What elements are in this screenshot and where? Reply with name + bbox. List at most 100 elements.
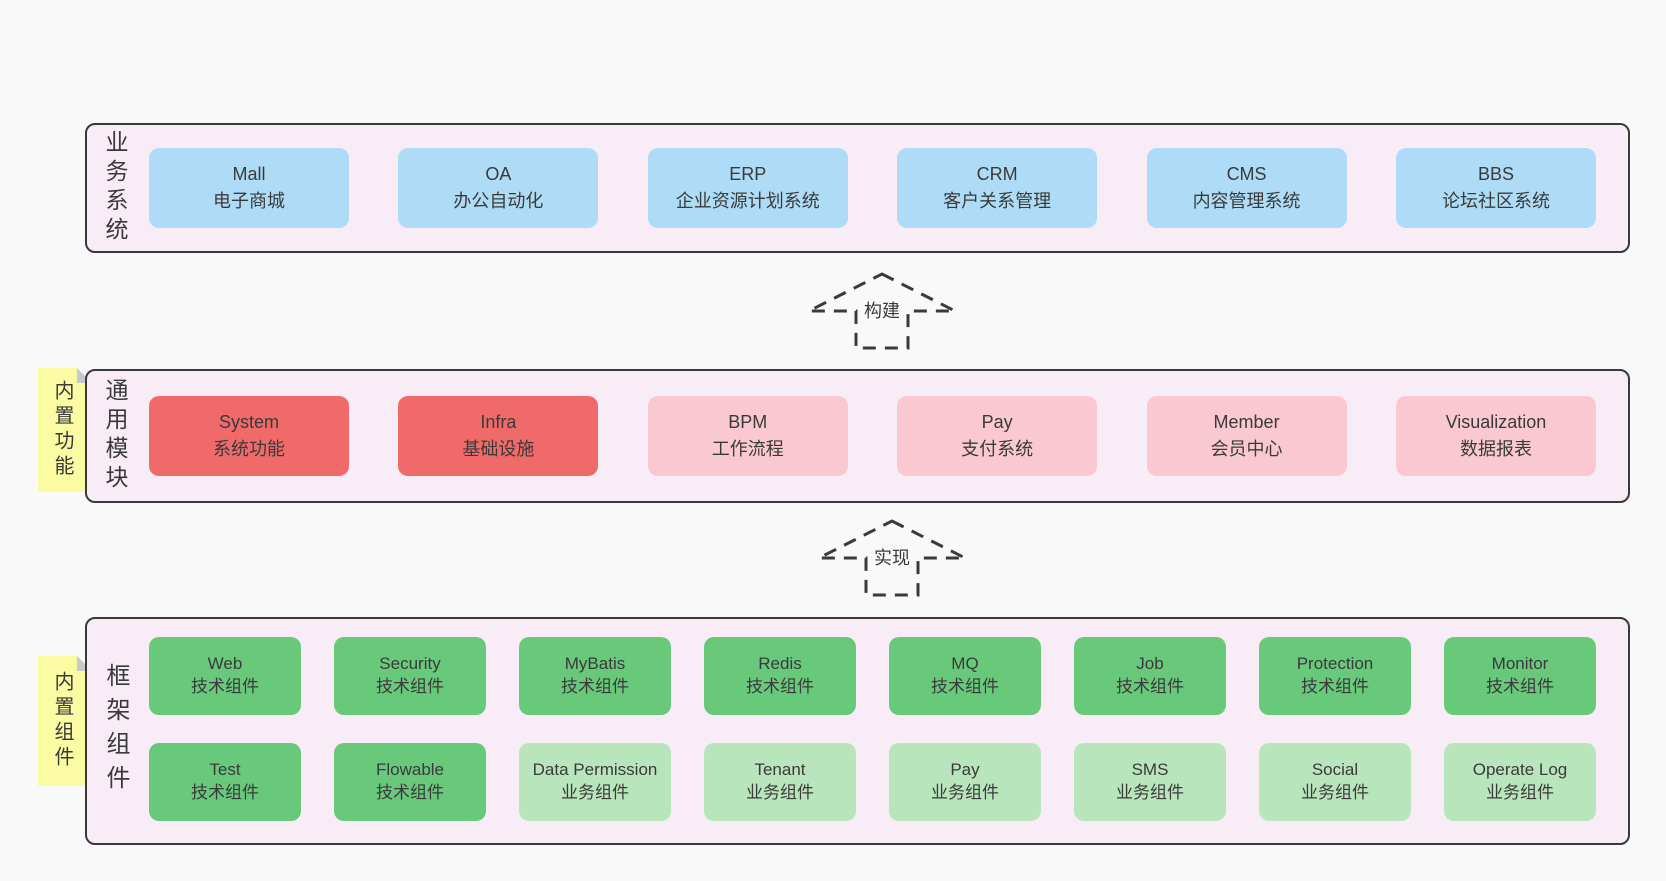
node-title: SMS: [1131, 760, 1169, 780]
node-title: BPM: [728, 412, 768, 432]
node-crm: CRM 客户关系管理: [897, 148, 1098, 228]
node-title: Redis: [758, 654, 802, 674]
business-systems-panel: 业务系统 Mall 电子商城 OA 办公自动化 ERP 企业资源计划系统 CRM…: [85, 123, 1630, 253]
node-web: Web 技术组件: [149, 637, 301, 715]
common-modules-label: 通用模块: [102, 378, 128, 494]
node-mq: MQ 技术组件: [889, 637, 1041, 715]
node-subtitle: 业务组件: [746, 783, 814, 802]
node-title: Visualization: [1445, 412, 1547, 432]
sticky-note-label: 内置组件: [51, 671, 73, 771]
common-modules-row: System 系统功能 Infra 基础设施 BPM 工作流程 Pay 支付系统…: [149, 396, 1596, 476]
node-operate-log: Operate Log 业务组件: [1444, 743, 1596, 821]
node-infra: Infra 基础设施: [398, 396, 599, 476]
node-test: Test 技术组件: [149, 743, 301, 821]
node-tenant: Tenant 业务组件: [704, 743, 856, 821]
tech-components-row: Web 技术组件 Security 技术组件 MyBatis 技术组件 Redi…: [149, 637, 1596, 715]
node-data-permission: Data Permission 业务组件: [519, 743, 671, 821]
node-subtitle: 基础设施: [462, 439, 535, 459]
node-title: Social: [1311, 760, 1359, 780]
node-erp: ERP 企业资源计划系统: [647, 148, 848, 228]
node-oa: OA 办公自动化: [398, 148, 599, 228]
node-title: Web: [207, 654, 243, 674]
build-arrow: 构建: [805, 271, 959, 351]
node-subtitle: 业务组件: [931, 783, 999, 802]
node-pay: Pay 支付系统: [897, 396, 1098, 476]
node-bbs: BBS 论坛社区系统: [1395, 148, 1596, 228]
node-subtitle: 电子商城: [213, 191, 285, 211]
node-flowable: Flowable 技术组件: [334, 743, 486, 821]
node-subtitle: 技术组件: [191, 783, 259, 802]
node-protection: Protection 技术组件: [1259, 637, 1411, 715]
node-redis: Redis 技术组件: [704, 637, 856, 715]
node-title: CRM: [976, 164, 1018, 184]
node-subtitle: 技术组件: [1301, 677, 1369, 696]
node-title: MyBatis: [564, 654, 626, 674]
implement-arrow: 实现: [815, 518, 969, 598]
node-subtitle: 技术组件: [931, 677, 999, 696]
node-job: Job 技术组件: [1074, 637, 1226, 715]
node-title: Tenant: [754, 760, 806, 780]
node-subtitle: 业务组件: [1486, 783, 1554, 802]
node-title: Pay: [981, 412, 1013, 432]
node-title: Security: [379, 654, 441, 674]
node-system: System 系统功能: [149, 396, 349, 476]
node-bpm: BPM 工作流程: [647, 396, 848, 476]
node-subtitle: 技术组件: [561, 677, 629, 696]
node-title: Member: [1213, 412, 1280, 432]
node-subtitle: 论坛社区系统: [1441, 191, 1550, 211]
node-subtitle: 系统功能: [213, 439, 285, 459]
node-security: Security 技术组件: [334, 637, 486, 715]
node-title: Mall: [232, 164, 266, 184]
node-subtitle: 企业资源计划系统: [675, 191, 820, 211]
business-systems-label: 业务系统: [102, 130, 128, 246]
arrow-up-icon: [818, 519, 966, 597]
node-sms: SMS 业务组件: [1074, 743, 1226, 821]
framework-components-label: 框架组件: [102, 663, 129, 799]
node-subtitle: 办公自动化: [453, 191, 544, 211]
arrow-up-icon: [808, 272, 956, 350]
sticky-note-built-in-components: 内置组件: [38, 656, 92, 786]
node-subtitle: 技术组件: [376, 783, 444, 802]
node-title: MQ: [951, 654, 979, 674]
node-title: ERP: [729, 164, 767, 184]
node-subtitle: 技术组件: [1116, 677, 1184, 696]
node-social: Social 业务组件: [1259, 743, 1411, 821]
node-subtitle: 支付系统: [961, 439, 1034, 459]
node-monitor: Monitor 技术组件: [1444, 637, 1596, 715]
node-subtitle: 工作流程: [711, 439, 784, 459]
node-subtitle: 业务组件: [1301, 783, 1369, 802]
node-member: Member 会员中心: [1146, 396, 1347, 476]
node-visualization: Visualization 数据报表: [1395, 396, 1596, 476]
node-subtitle: 会员中心: [1210, 439, 1283, 459]
node-title: Pay: [950, 760, 980, 780]
node-title: Test: [209, 760, 241, 780]
node-title: Operate Log: [1472, 760, 1568, 780]
framework-components-panel: 框架组件 Web 技术组件 Security 技术组件 MyBatis 技术组件…: [85, 617, 1630, 845]
implement-arrow-label: 实现: [871, 543, 913, 571]
build-arrow-label: 构建: [861, 296, 903, 324]
node-cms: CMS 内容管理系统: [1146, 148, 1347, 228]
node-subtitle: 客户关系管理: [943, 191, 1052, 211]
node-title: OA: [485, 164, 512, 184]
business-components-row: Test 技术组件 Flowable 技术组件 Data Permission …: [149, 743, 1596, 821]
node-subtitle: 数据报表: [1459, 439, 1532, 459]
node-title: Protection: [1296, 654, 1374, 674]
node-subtitle: 技术组件: [191, 677, 259, 696]
node-subtitle: 内容管理系统: [1192, 191, 1301, 211]
node-mall: Mall 电子商城: [149, 148, 349, 228]
node-subtitle: 业务组件: [1116, 783, 1184, 802]
sticky-note-built-in-features: 内置功能: [38, 368, 92, 492]
framework-components-rows: Web 技术组件 Security 技术组件 MyBatis 技术组件 Redi…: [149, 637, 1596, 821]
node-subtitle: 技术组件: [746, 677, 814, 696]
node-title: Data Permission: [532, 760, 658, 780]
node-pay-component: Pay 业务组件: [889, 743, 1041, 821]
node-title: BBS: [1477, 164, 1514, 184]
node-subtitle: 业务组件: [561, 783, 629, 802]
node-title: Flowable: [375, 760, 445, 780]
business-systems-row: Mall 电子商城 OA 办公自动化 ERP 企业资源计划系统 CRM 客户关系…: [149, 148, 1596, 228]
node-title: Infra: [480, 412, 517, 432]
node-title: CMS: [1226, 164, 1267, 184]
node-mybatis: MyBatis 技术组件: [519, 637, 671, 715]
common-modules-panel: 通用模块 System 系统功能 Infra 基础设施 BPM 工作流程 Pay…: [85, 369, 1630, 503]
node-subtitle: 技术组件: [376, 677, 444, 696]
